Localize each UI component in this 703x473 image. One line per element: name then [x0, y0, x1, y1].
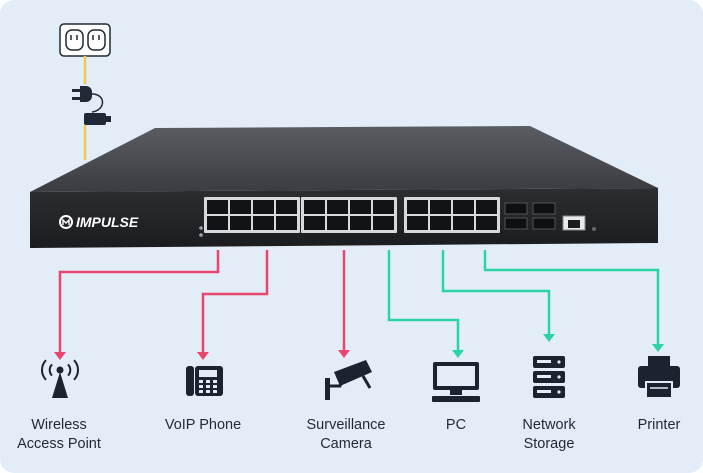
device-label-line2: Storage [523, 436, 575, 452]
ethernet-port [327, 200, 348, 214]
network-storage-icon [533, 356, 565, 398]
arrowhead [54, 352, 66, 360]
device-label: VoIP Phone [138, 416, 268, 435]
wireless-access-point-icon [41, 359, 79, 398]
ethernet-port [276, 200, 297, 214]
connection-line [483, 250, 660, 350]
voip-phone-icon [186, 366, 223, 396]
brand-label: IMPULSE [76, 214, 139, 230]
power-outlet-icon [59, 23, 111, 57]
ethernet-port [453, 216, 474, 230]
surveillance-camera-icon [325, 360, 372, 400]
ethernet-port [373, 216, 394, 230]
network-switch: IMPULSE [30, 126, 658, 248]
ethernet-port [350, 216, 371, 230]
ethernet-port [253, 216, 274, 230]
printer-icon [638, 356, 680, 399]
connection-line [201, 250, 269, 358]
arrowhead [338, 350, 350, 358]
connection-line [387, 250, 460, 356]
reset-button [592, 227, 596, 231]
ethernet-port [304, 200, 325, 214]
ethernet-port [407, 216, 428, 230]
ethernet-port [276, 216, 297, 230]
power-plug-icon [72, 86, 111, 125]
device-label: PC [391, 416, 521, 435]
ethernet-port [253, 200, 274, 214]
device-label-line1: Printer [637, 417, 681, 433]
status-led [199, 233, 203, 237]
ethernet-ports [204, 197, 500, 233]
arrowhead [543, 334, 555, 342]
ethernet-port [476, 200, 497, 214]
device-connections [54, 250, 664, 360]
ethernet-port [453, 200, 474, 214]
ethernet-port [230, 200, 251, 214]
device-label: Printer [594, 416, 703, 435]
connection-line [58, 250, 220, 358]
ethernet-port [207, 216, 228, 230]
device-label-line1: Surveillance [306, 417, 386, 433]
ethernet-port [407, 200, 428, 214]
ethernet-port [327, 216, 348, 230]
device-label-line1: Wireless [31, 417, 87, 433]
status-led [199, 226, 203, 230]
ethernet-port [430, 200, 451, 214]
ethernet-port [304, 216, 325, 230]
arrowhead [197, 352, 209, 360]
ethernet-port [207, 200, 228, 214]
ethernet-port [430, 216, 451, 230]
pc-icon [432, 362, 480, 402]
device-label-line1: VoIP Phone [164, 417, 242, 433]
device-label-line2: Access Point [17, 436, 101, 452]
switch-top [30, 126, 658, 192]
impulse-logo: IMPULSE [59, 214, 139, 230]
ethernet-port [476, 216, 497, 230]
arrowhead [652, 344, 664, 352]
connection-line [441, 250, 551, 340]
ethernet-port [230, 216, 251, 230]
arrowhead [452, 350, 464, 358]
device-label-line2: Camera [320, 436, 372, 452]
device-icons [41, 356, 680, 402]
device-label-line1: PC [445, 417, 467, 433]
ethernet-port [373, 200, 394, 214]
device-label-line1: Network [522, 417, 576, 433]
ethernet-port [350, 200, 371, 214]
sfp-ports [504, 202, 556, 230]
